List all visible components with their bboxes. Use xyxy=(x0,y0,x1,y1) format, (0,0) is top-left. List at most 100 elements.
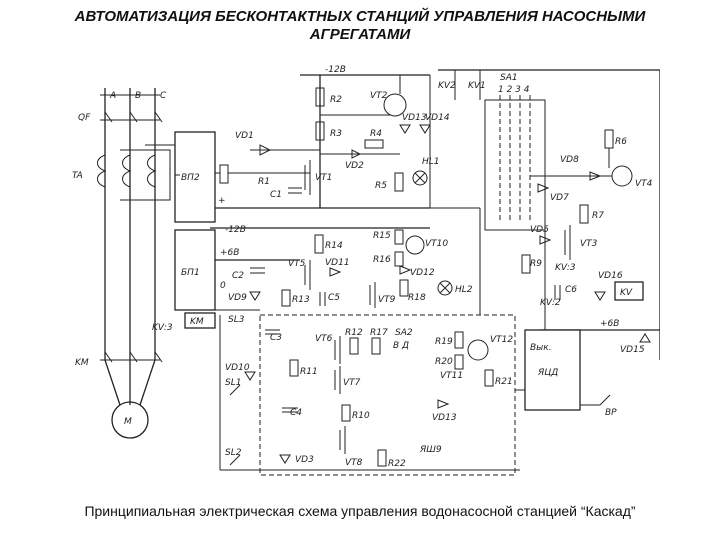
vt9-label: VT9 xyxy=(378,295,396,305)
kv2-label: KV2 xyxy=(438,81,456,91)
vd11-label: VD11 xyxy=(325,258,350,268)
r2-resistor xyxy=(315,87,325,107)
r10-resistor xyxy=(341,404,351,422)
r5-label: R5 xyxy=(375,181,387,191)
r21-resistor xyxy=(484,369,494,387)
vd13b-label: VD13 xyxy=(432,413,457,423)
kv-3-label: KV:3 xyxy=(555,263,576,273)
r3-resistor xyxy=(315,121,325,141)
sl2-label: SL2 xyxy=(225,448,242,458)
r17-label: R17 xyxy=(370,328,388,338)
c6-label: C6 xyxy=(565,285,577,295)
vt5-label: VT5 xyxy=(288,259,306,269)
r6-resistor xyxy=(604,129,614,149)
page-title: АВТОМАТИЗАЦИЯ БЕСКОНТАКТНЫХ СТАНЦИЙ УПРА… xyxy=(0,8,720,44)
supply-pos2-label: +6В xyxy=(600,319,619,329)
vt2-transistor xyxy=(383,93,407,117)
vd14-label: VD14 xyxy=(425,113,450,123)
vd1-label: VD1 xyxy=(235,131,254,141)
kv-3b-label: KV:3 xyxy=(152,323,173,333)
r15-label: R15 xyxy=(373,231,391,241)
vd10-label: VD10 xyxy=(225,363,250,373)
r20-label: R20 xyxy=(435,357,453,367)
c4-label: C4 xyxy=(290,408,302,418)
zero-label: 0 xyxy=(220,281,226,291)
km-box-label: KM xyxy=(190,317,204,327)
r22-label: R22 xyxy=(388,459,406,469)
vd7-label: VD7 xyxy=(550,193,569,203)
qf-label: QF xyxy=(78,113,91,123)
vp2-label: ВП2 xyxy=(181,173,200,183)
sa2-positions-label: В Д xyxy=(393,341,409,351)
vd8-label: VD8 xyxy=(560,155,579,165)
km-label: KM xyxy=(75,358,89,368)
phase-b-label: B xyxy=(135,91,141,101)
yad-block xyxy=(524,329,581,411)
kv-label: KV xyxy=(620,288,633,298)
title-line-1: АВТОМАТИЗАЦИЯ БЕСКОНТАКТНЫХ СТАНЦИЙ УПРА… xyxy=(74,8,646,25)
r9-resistor xyxy=(521,254,531,274)
vt7-label: VT7 xyxy=(343,378,361,388)
three-phase-lines: A B C QF xyxy=(78,88,167,360)
c5-label: C5 xyxy=(328,293,340,303)
kv1-label: KV1 xyxy=(468,81,486,91)
r14-resistor xyxy=(314,234,324,254)
hl2-label: HL2 xyxy=(455,285,473,295)
vyk-label: Вык. xyxy=(530,343,552,353)
vt10-label: VT10 xyxy=(425,239,448,249)
bp1-block xyxy=(174,229,216,311)
r10-label: R10 xyxy=(352,411,370,421)
r11-resistor xyxy=(289,359,299,377)
r16-label: R16 xyxy=(373,255,391,265)
sl1-label: SL1 xyxy=(225,378,241,388)
motor xyxy=(111,401,149,439)
supply-neg-label: -12В xyxy=(325,65,346,75)
vt4-transistor xyxy=(611,165,633,187)
vt2-label: VT2 xyxy=(370,91,388,101)
current-transformer: TA xyxy=(72,144,181,205)
vd9-label: VD9 xyxy=(228,293,247,303)
vd5-label: VD5 xyxy=(530,225,549,235)
vd3-label: VD3 xyxy=(295,455,314,465)
vd16-label: VD16 xyxy=(598,271,623,281)
supply-pos-label: +6В xyxy=(220,248,239,258)
r17-resistor xyxy=(371,337,381,355)
r1-label: R1 xyxy=(258,177,270,187)
r7-resistor xyxy=(579,204,589,224)
yaw-label: ЯШ9 xyxy=(419,445,442,455)
phase-c-label: C xyxy=(160,91,167,101)
vd2-label: VD2 xyxy=(345,161,364,171)
c1-label: C1 xyxy=(270,190,282,200)
figure-caption: Принципиальная электрическая схема управ… xyxy=(84,503,636,519)
c3-label: C3 xyxy=(270,333,282,343)
vt3-label: VT3 xyxy=(580,239,598,249)
sa1-label: SA1 xyxy=(500,73,518,83)
r22-resistor xyxy=(377,449,387,467)
sa1-positions-label: 1 2 3 4 xyxy=(498,85,530,95)
ta-label: TA xyxy=(72,171,83,181)
vt6-label: VT6 xyxy=(315,334,333,344)
vd12-label: VD12 xyxy=(410,268,435,278)
vt11-label: VT11 xyxy=(440,371,463,381)
r4-resistor xyxy=(364,139,384,149)
vt8-label: VT8 xyxy=(345,458,363,468)
bp-label: BP xyxy=(605,408,617,418)
vd13-label: VD13 xyxy=(402,113,427,123)
r3-label: R3 xyxy=(330,129,342,139)
yad-label: ЯЦД xyxy=(537,368,558,378)
r9-label: R9 xyxy=(530,259,542,269)
circuit-schematic: A B C QF TA ВП2 R1 + -12В R2 R3 VT2 VD13… xyxy=(72,65,660,476)
r6-label: R6 xyxy=(615,137,627,147)
r18-resistor xyxy=(399,279,409,297)
r13-label: R13 xyxy=(292,295,310,305)
control-module-frame xyxy=(259,314,516,476)
r18-label: R18 xyxy=(408,293,426,303)
r4-label: R4 xyxy=(370,129,382,139)
plus-label: + xyxy=(218,196,226,206)
kv-2-label: KV:2 xyxy=(540,298,561,308)
r16-resistor xyxy=(394,251,404,267)
sa2-label: SA2 xyxy=(395,328,413,338)
r11-label: R11 xyxy=(300,367,318,377)
r19-label: R19 xyxy=(435,337,453,347)
r14-label: R14 xyxy=(325,241,343,251)
